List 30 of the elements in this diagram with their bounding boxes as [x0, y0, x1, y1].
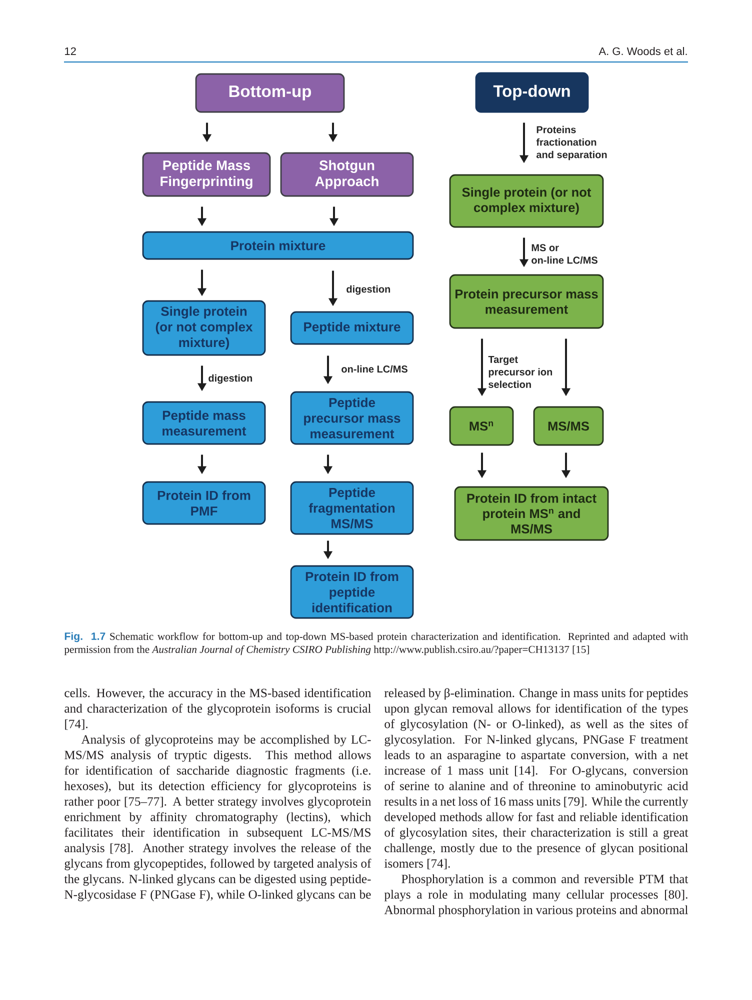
heading-box: Bottom-up: [195, 73, 345, 113]
edge-label: on-line LC/MS: [342, 365, 408, 373]
process-box: Peptide mixture: [290, 311, 414, 345]
process-box: Shotgun Approach: [280, 152, 414, 197]
process-box: Peptide fragmentation MS/MS: [290, 481, 414, 535]
edge-label: digestion: [346, 285, 390, 295]
heading-box: Top-down: [475, 72, 589, 113]
process-box: Protein ID from PMF: [142, 481, 266, 525]
body-text: Phosphorylation is a common and reversible PTM that plays a role in modulating many cellular processes [80]. Abnormal phosphorylation in various proteins and abnormal: [384, 874, 688, 917]
edge-label: digestion: [208, 374, 252, 384]
body-text: Analysis of glycoproteins may be accomplished by LC-MS/MS analysis of tryptic digests. This method allows for identification of saccharide diagnostic fragments (i.e. hexoses), but its detection efficiency for glycoproteins is rather poor [75–77]. A better strategy involves glycoprotein enrichment by affinity chromatography (lectins), which facilitates their identification in subsequent LC-MS/MS analysis [78]. Another strategy involves the release of the glycans from glycopeptides, followed by targeted analysis of the glycans. N-linked glycans can be digested using peptide-N-glycosidase F (PNGase F), while O-linked glycans can be: [64, 734, 372, 902]
body-text: cells. However, the accuracy in the MS-based identification and characterization of the glycoprotein isoforms is crucial [74].: [64, 688, 372, 730]
edge-label: Target precursor ion selection: [488, 356, 552, 388]
process-box: MS$^{n}$: [449, 406, 514, 446]
body-text: released by β-elimination. Change in mass units for peptides upon glycan removal allows for identification of the types of glycosylation (N- or O-linked), as well as the sites of glycosylation. For N-linked glycans, PNGase F treatment leads to an asparagine to aspartate conversion, with a net increase of 1 mass unit [14]. For O-glycans, conversion of serine to alanine and of threonine to aminobutyric acid results in a net loss of 16 mass units [79]. While the currently developed methods allow for fast and reliable identification of glycosylation sites, their characterization is still a great challenge, mostly due to the presence of glycan positional isomers [74].: [384, 688, 688, 870]
process-box: Protein ID from peptide identification: [290, 565, 414, 619]
process-box: Protein ID from intact protein MS$^{n}$ and MS/MS: [454, 486, 609, 541]
caption: Fig. 1.7 Schematic workflow for bottom-up and top-down MS-based protein characterization and identification. Reprinted and adapted with permission from the Australian Journal of Chemistry CSIRO Publishing http://www.publish.csiro.au/?paper=CH13137 [15]: [64, 632, 688, 656]
process-box: Protein precursor mass measurement: [449, 274, 604, 329]
page-number: 12: [65, 47, 76, 55]
edge-label: MS or on-line LC/MS: [532, 244, 598, 264]
process-box: Peptide Mass Fingerprinting: [142, 152, 271, 197]
running-head: A. G. Woods et al.: [598, 47, 687, 56]
process-box: Single protein (or not complex mixture): [449, 174, 604, 228]
process-box: Peptide mass measurement: [142, 401, 266, 445]
edge-label: Proteins fractionation and separation: [536, 126, 607, 160]
process-box: Peptide precursor mass measurement: [290, 391, 414, 445]
process-box: Single protein (or not complex mixture): [142, 300, 266, 356]
process-box: Protein mixture: [142, 231, 414, 260]
process-box: MS/MS: [533, 406, 604, 446]
